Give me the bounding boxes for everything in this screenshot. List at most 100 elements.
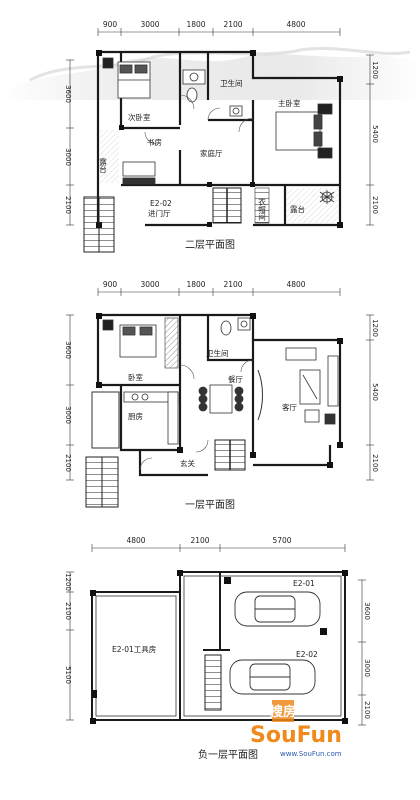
dim-top-2100: 2100	[223, 20, 242, 29]
first-floor-dims-right	[366, 314, 374, 481]
second-floor-dims-right	[366, 54, 374, 226]
first-floor-dims-left	[66, 314, 74, 481]
car-icon-2	[229, 659, 316, 695]
watermark-cn-box	[272, 700, 294, 722]
basement-dims-top	[91, 544, 346, 552]
dim1-right-5400: 5400	[371, 383, 379, 401]
watermark-brand: SouFun	[250, 723, 342, 748]
dim-right-2100: 2100	[371, 196, 379, 214]
dim1-top-1800: 1800	[186, 280, 205, 289]
second-bedroom-bed	[102, 57, 151, 99]
label-terrace-left: 露台	[98, 158, 107, 175]
label-bedroom-1f: 卧室	[128, 372, 143, 382]
label-study: 书房	[147, 137, 162, 147]
terrace-plant-icon	[319, 190, 335, 204]
dim-top-1800: 1800	[186, 20, 205, 29]
dim-left-3600: 3600	[64, 85, 72, 103]
dim1-left-3000: 3000	[64, 406, 72, 424]
terrace-left-hatch	[100, 130, 119, 183]
second-floor-int-stairs	[212, 187, 242, 224]
tv-console	[257, 369, 263, 421]
basement-stairs	[204, 654, 222, 711]
basement-inner-lines	[95, 575, 342, 717]
first-floor-dims-top	[97, 288, 341, 296]
dim-b-top-2100: 2100	[190, 536, 209, 545]
first-floor-bed	[102, 319, 157, 358]
dim-b-left-2100: 2100	[64, 602, 72, 620]
second-floor-ext-stairs	[83, 196, 115, 253]
label-walk-in-closet: 衣帽间	[257, 197, 266, 222]
label-master-bedroom: 主卧室	[278, 98, 301, 108]
dim-right-1200: 1200	[371, 61, 379, 79]
dim-b-top-4800: 4800	[126, 536, 145, 545]
label-garage-2: E2-02	[296, 650, 318, 659]
first-floor-ext-stairs	[85, 456, 119, 508]
dim-top-3000: 3000	[140, 20, 159, 29]
label-family-hall: 家庭厅	[200, 148, 223, 158]
label-bathroom-1f: 卫生间	[206, 348, 229, 358]
basement-title: 负一层平面图	[198, 748, 258, 761]
first-floor-bath-fixtures	[220, 317, 251, 336]
dim1-top-2100: 2100	[223, 280, 242, 289]
second-floor-dims-top	[97, 28, 341, 36]
dim1-right-2100: 2100	[371, 454, 379, 472]
first-floor-plan: 900 3000 1800 2100 4800 3600 3000 2100 1…	[64, 280, 379, 511]
label-foyer: 玄关	[180, 458, 195, 468]
first-floor-porch	[91, 391, 120, 449]
label-dining: 餐厅	[228, 375, 243, 384]
basement-dims-left	[66, 571, 74, 721]
dim1-left-3600: 3600	[64, 341, 72, 359]
basement-plan: 4800 2100 5700 1200 2100 5100 3600 3000 …	[64, 536, 371, 761]
label-second-bedroom: 次卧室	[128, 112, 151, 122]
dim1-top-900: 900	[103, 280, 118, 289]
second-floor-dims-left	[66, 59, 74, 226]
dim1-top-4800: 4800	[286, 280, 305, 289]
first-floor-door-arcs	[139, 359, 254, 471]
dim-top-900: 900	[103, 20, 118, 29]
dim-left-3000: 3000	[64, 148, 72, 166]
watermark-url: www.SouFun.com	[280, 750, 342, 758]
second-floor-plan: 900 3000 1800 2100 4800 3600 3000 2100 1…	[64, 20, 379, 253]
dim-b-left-1200: 1200	[64, 573, 72, 591]
basement-dims-right	[358, 579, 366, 726]
dim-left-2100: 2100	[64, 196, 72, 214]
first-floor-columns	[96, 313, 343, 468]
study-desk	[122, 161, 156, 185]
first-floor-walls	[96, 313, 342, 477]
dim-top-4800: 4800	[286, 20, 305, 29]
dim-right-5400: 5400	[371, 125, 379, 143]
terrace-right-hatch	[287, 188, 338, 223]
dim1-top-3000: 3000	[140, 280, 159, 289]
first-floor-title: 一层平面图	[185, 499, 235, 511]
dim-b-right-3600: 3600	[363, 602, 371, 620]
first-floor-wardrobe	[164, 317, 179, 369]
car-icon-1	[234, 591, 321, 627]
dining-table	[198, 384, 244, 414]
living-sofa-set	[285, 347, 339, 425]
first-floor-int-stairs	[214, 439, 246, 471]
ink-wash-background	[0, 46, 420, 100]
second-floor-title: 二层平面图	[185, 239, 235, 251]
dim1-left-2100: 2100	[64, 454, 72, 472]
label-kitchen: 厨房	[128, 411, 143, 421]
dim-b-right-3000: 3000	[363, 659, 371, 677]
label-tool-room: E2-01工具房	[112, 644, 156, 654]
closet-shelves	[254, 187, 270, 224]
label-unit-code-2f: E2-02	[150, 199, 172, 208]
dim-b-left-5100: 5100	[64, 666, 72, 684]
basement-columns	[90, 570, 348, 724]
dim-b-right-2100: 2100	[363, 701, 371, 719]
dim1-right-1200: 1200	[371, 319, 379, 337]
label-bathroom-2f: 卫生间	[220, 78, 243, 88]
watermark-cn-text: 搜房	[270, 704, 296, 720]
dim-b-top-5700: 5700	[272, 536, 291, 545]
label-living: 客厅	[282, 402, 297, 412]
label-entrance: 进门厅	[148, 209, 171, 218]
kitchen-counters	[123, 391, 179, 445]
label-garage-1: E2-01	[293, 579, 315, 588]
label-terrace-right: 露台	[290, 204, 305, 214]
soufun-watermark: 搜房 SouFun www.SouFun.com	[250, 700, 342, 758]
second-floor-door-arcs	[144, 94, 254, 145]
master-bedroom-bed	[275, 103, 333, 159]
